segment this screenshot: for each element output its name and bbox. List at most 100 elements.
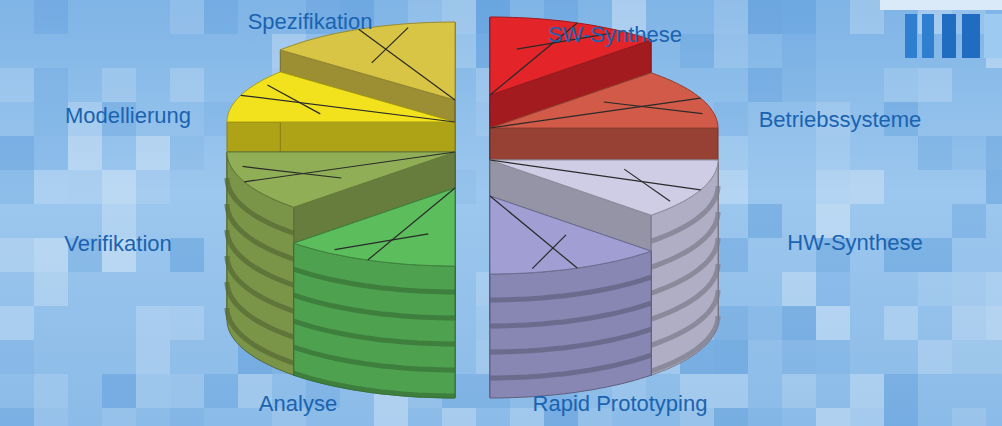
pie-part	[244, 152, 455, 182]
segment-label: Verifikation	[64, 231, 172, 257]
background-square	[136, 340, 170, 374]
background-square	[816, 136, 850, 170]
background-square	[714, 340, 748, 374]
background-square	[34, 102, 68, 136]
background-square	[170, 374, 204, 408]
background-square	[170, 68, 204, 102]
background-square	[782, 340, 816, 374]
pie-part	[490, 277, 651, 300]
background-square	[0, 408, 34, 426]
pie-part	[294, 295, 455, 318]
background-square	[34, 374, 68, 408]
background-square	[850, 170, 884, 204]
segment-label: Modellierung	[65, 103, 191, 129]
background-square	[816, 306, 850, 340]
background-square	[0, 238, 34, 272]
background-square	[748, 306, 782, 340]
segment-label: SW-Synthese	[548, 22, 682, 48]
background-square	[850, 374, 884, 408]
segment-label: Spezifikation	[248, 9, 373, 35]
pie-part	[490, 355, 651, 378]
background-square	[0, 136, 34, 170]
background-square	[986, 272, 1002, 306]
background-square	[782, 374, 816, 408]
pie-part	[294, 269, 455, 292]
background-square	[748, 204, 782, 238]
background-square	[170, 0, 204, 34]
background-square	[34, 272, 68, 306]
segment-label: Rapid Prototyping	[533, 391, 708, 417]
background-square	[170, 408, 204, 426]
pie-part	[532, 235, 566, 269]
background-square	[714, 34, 748, 68]
background-square	[34, 170, 68, 204]
background-square	[102, 408, 136, 426]
background-square	[714, 102, 748, 136]
background-square	[170, 306, 204, 340]
background-square	[714, 374, 748, 408]
background-square	[918, 272, 952, 306]
background-square	[0, 170, 34, 204]
background-square	[102, 68, 136, 102]
pie-part	[335, 234, 429, 250]
pie-part	[241, 95, 455, 122]
pie-part	[490, 329, 651, 352]
background-square	[782, 306, 816, 340]
background-square	[782, 0, 816, 34]
background-square	[0, 340, 34, 374]
background-square	[816, 170, 850, 204]
background-square	[102, 170, 136, 204]
background-square	[34, 408, 68, 426]
pie-part	[490, 98, 701, 128]
background-square	[986, 136, 1002, 170]
background-square	[952, 204, 986, 238]
background-square	[34, 68, 68, 102]
background-square	[884, 306, 918, 340]
background-square	[816, 272, 850, 306]
pie-part	[227, 72, 455, 122]
background-square	[0, 306, 34, 340]
background-square	[714, 408, 748, 426]
background-square	[850, 408, 884, 426]
background-square	[918, 68, 952, 102]
pie-part	[294, 347, 455, 370]
segment-label: Betriebssysteme	[759, 107, 922, 133]
background-square	[884, 374, 918, 408]
pie-part	[624, 169, 670, 201]
pie-part	[490, 196, 651, 274]
background-square	[884, 68, 918, 102]
background-square	[782, 34, 816, 68]
background-square	[952, 408, 986, 426]
background-square	[374, 408, 408, 426]
background-square	[816, 340, 850, 374]
background-square	[918, 136, 952, 170]
pie-part	[294, 188, 455, 266]
background-square	[748, 408, 782, 426]
background-square	[986, 306, 1002, 340]
pie-part	[651, 316, 718, 371]
background-square	[918, 340, 952, 374]
background-square	[748, 68, 782, 102]
pie-part	[267, 85, 320, 114]
background-square	[714, 0, 748, 34]
pie-part	[227, 308, 294, 363]
pie-part	[359, 29, 455, 100]
background-square	[136, 170, 170, 204]
segment-label: Analyse	[259, 391, 337, 417]
background-square	[952, 136, 986, 170]
background-square	[952, 272, 986, 306]
pie-part	[490, 73, 718, 128]
pie-part	[294, 243, 455, 398]
background-square	[136, 306, 170, 340]
background-square	[748, 0, 782, 34]
background-square	[986, 170, 1002, 204]
background-square	[442, 408, 476, 426]
pie-part	[490, 160, 718, 215]
background-square	[136, 136, 170, 170]
pie-part	[490, 160, 701, 190]
pie-part	[294, 321, 455, 344]
background-square	[204, 0, 238, 34]
background-square	[782, 68, 816, 102]
segment-label: HW-Synthese	[787, 230, 922, 256]
